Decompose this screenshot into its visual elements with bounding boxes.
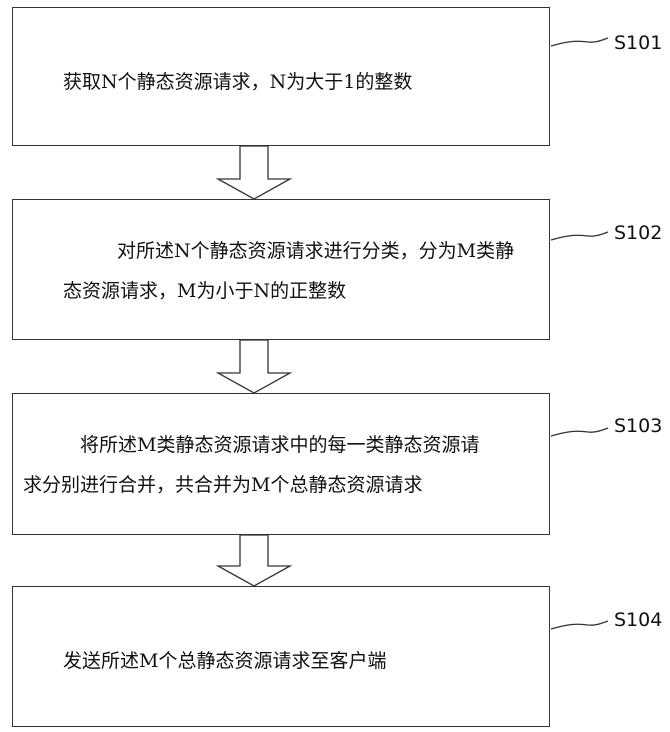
step-label-s104: S104 — [614, 609, 662, 631]
